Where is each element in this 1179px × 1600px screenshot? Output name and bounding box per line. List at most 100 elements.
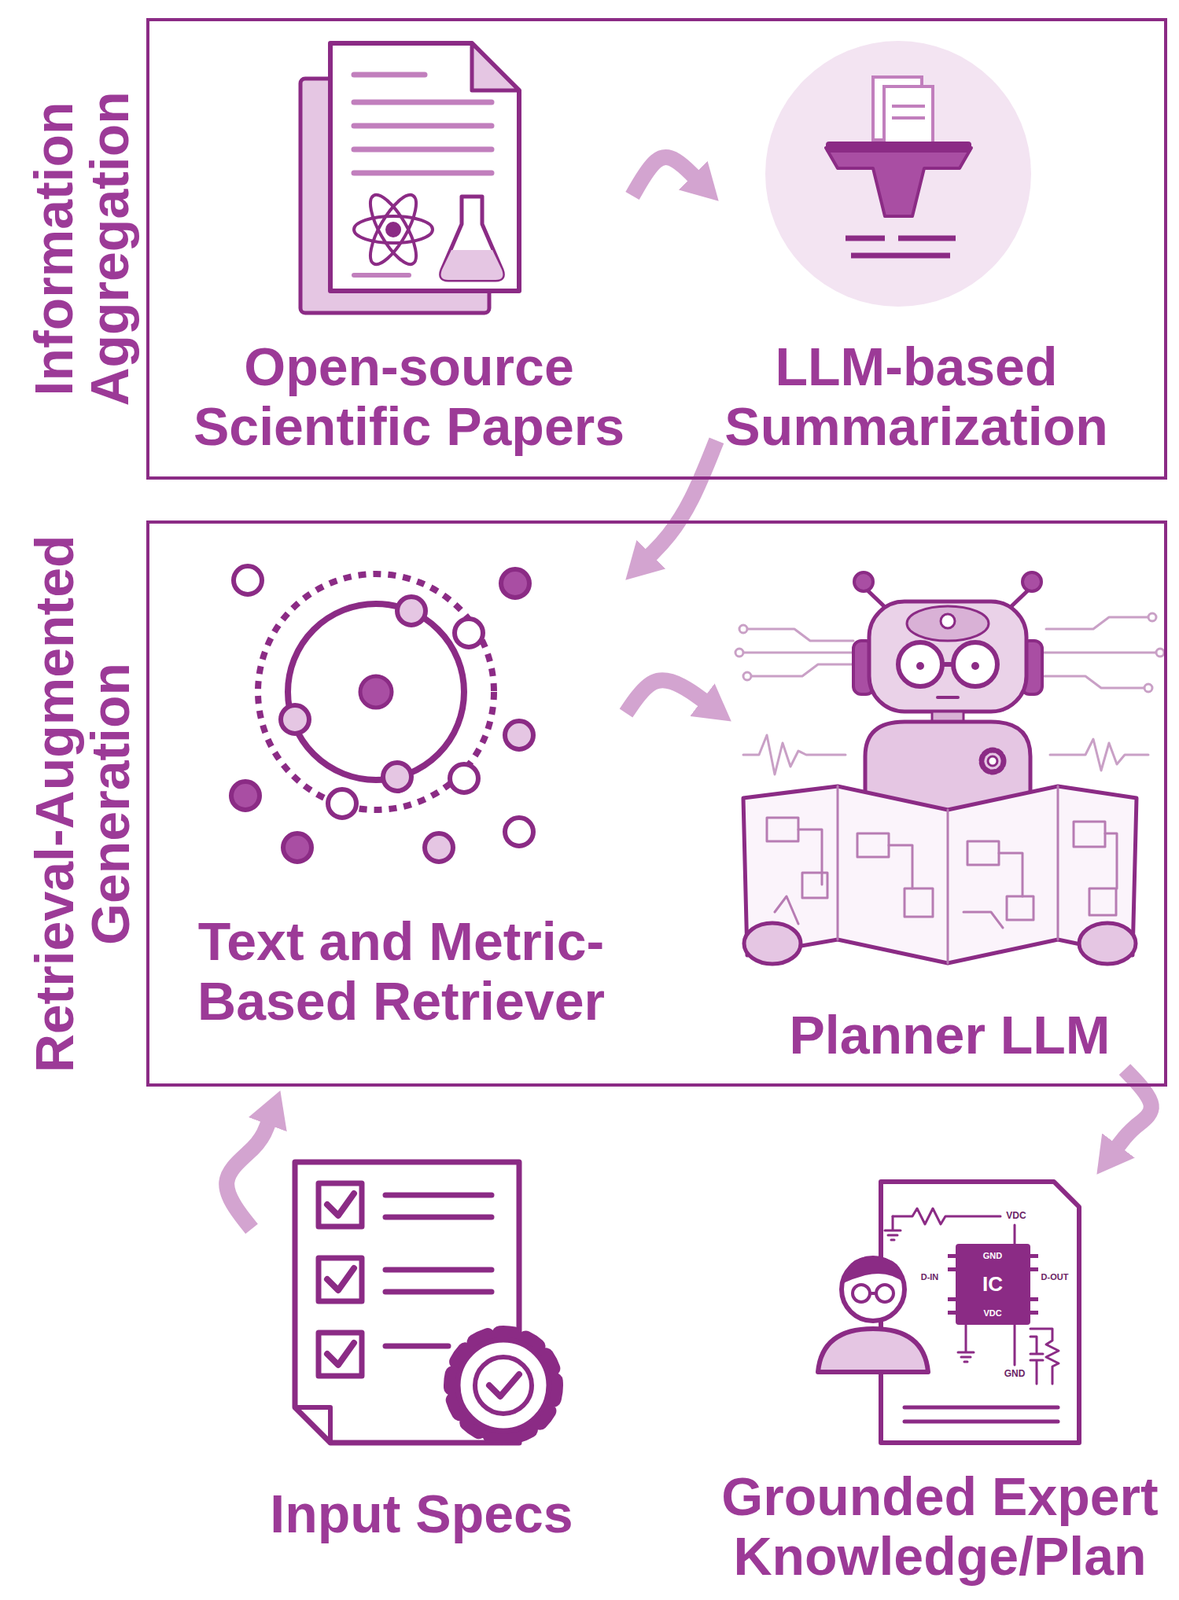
group-band: Retrieval-Augmented GenerationText and M… [146,520,1168,1087]
node-label: Grounded Expert Knowledge/Plan [711,1466,1168,1587]
planner-robot-icon-part [898,642,943,687]
retriever-icon-part [504,721,534,750]
planner-robot-icon-part-part [798,829,1117,897]
expert-plan-icon-part-part [892,1208,1001,1225]
expert-plan-icon-part-part [947,1254,956,1259]
expert-plan-icon-part [852,1285,870,1303]
flow-arrow [1117,1069,1151,1147]
summarization-icon-part [851,253,951,259]
pin-label: GND [983,1251,1003,1261]
band-heading: Information Aggregation [25,18,139,480]
retriever-icon-part [397,596,426,626]
planner-robot-icon-part-part [946,810,950,964]
planner-robot-icon-part-part [1057,786,1060,940]
planner-robot-icon-part-part [836,786,840,940]
planner-robot-icon-part [1079,923,1136,965]
input-specs-icon-part [327,1193,354,1366]
papers-icon-part-part [361,188,424,271]
planner-robot-icon-part [940,614,955,629]
planner-robot-icon-part [916,662,925,671]
papers-icon [300,43,520,314]
input-specs-icon-part [318,1183,362,1227]
input-specs-icon-part-part [385,1193,492,1199]
papers-icon-part-part [361,188,424,271]
retriever-icon-part [454,618,483,648]
papers-icon-part [330,43,520,292]
retriever-icon-part [360,676,392,708]
input-specs-icon-part [318,1333,362,1377]
planner-robot-icon-part-part [967,841,999,866]
summarization-icon-part [898,235,956,242]
expert-plan-icon-part-part [1030,1297,1039,1302]
expert-plan-icon-part-part [1030,1254,1039,1259]
planner-robot-icon-part-part [743,672,752,681]
planner-robot-icon-part-part [1089,888,1117,916]
expert-plan-icon-part [904,1420,1058,1425]
expert-plan-icon-part [817,1329,929,1373]
planner-robot-icon-part-part [1006,896,1034,921]
process-node: Text and Metric-Based Retriever [180,556,622,1032]
expert-plan-icon-part-part [1013,1225,1017,1245]
papers-icon-part [353,170,492,177]
summarization-icon [765,40,1032,307]
retriever-icon-part [327,789,357,818]
planner-robot-icon-part-part [735,648,744,657]
planner-robot-icon-part-part [1042,652,1157,655]
expert-plan-icon-part-part [947,1267,956,1272]
planner-robot-icon-part-part [1046,617,1149,630]
retriever-icon-part [287,604,465,781]
process-node: Planner LLM [735,571,1165,1065]
planner-robot-icon-part-part [774,896,1003,929]
input-specs-icon-part [385,1195,492,1347]
planner-robot-icon-part-part [802,873,828,899]
summarization-icon-part [825,141,972,153]
planner-robot-icon-part-part [1148,613,1157,622]
input-specs-icon-part-part [385,1344,449,1350]
node-label: Text and Metric-Based Retriever [180,911,622,1032]
input-specs-icon-part-part [385,1267,492,1274]
retriever-icon-part [424,833,454,863]
planner-robot-icon-part-part [1156,648,1165,657]
summarization-icon-part [891,104,925,108]
retriever-icon-part [280,705,310,734]
planner-robot-icon-part-part [1044,676,1145,689]
papers-icon-part [441,250,504,281]
papers-icon-part [353,72,425,78]
summarization-icon-part [884,86,933,150]
pin-label: IC [982,1273,1003,1297]
input-specs-icon-part [318,1258,362,1302]
expert-plan-icon-part-part [1013,1325,1017,1366]
planner-robot-icon-part [971,662,980,671]
retriever-icon-part [504,817,534,847]
group-band: Information AggregationOpen-source Scien… [146,18,1168,480]
expert-plan-icon-part-part [1030,1329,1059,1385]
pin-label: D-IN [921,1272,940,1283]
node-label: Open-source Scientific Papers [190,336,628,457]
retriever-icon [231,566,534,863]
planner-robot-icon-part-part [766,817,799,842]
papers-icon-part [353,99,492,106]
flow-arrow [632,157,694,196]
input-specs-icon-part-part [327,1343,354,1366]
expert-plan-icon-part [955,1244,1031,1326]
planner-robot-icon-part-part [1073,821,1106,848]
node-label: Input Specs [256,1484,587,1544]
expert-plan-icon-part [869,1292,877,1296]
expert-plan-icon [817,1182,1080,1444]
planner-robot-icon-part-part [743,735,846,775]
planner-robot-icon [735,572,1165,965]
expert-plan-icon-part-part [1030,1267,1039,1272]
summarization-icon-part [891,116,925,120]
node-label: Planner LLM [735,1005,1165,1065]
papers-icon-part [353,147,492,153]
expert-plan-icon-part [876,1285,894,1303]
input-specs-icon-part-part [385,1289,492,1296]
planner-robot-icon-part [906,606,989,642]
input-specs-icon-part [451,1333,556,1438]
input-specs-icon [294,1162,556,1444]
input-specs-icon-part-part [327,1193,354,1216]
